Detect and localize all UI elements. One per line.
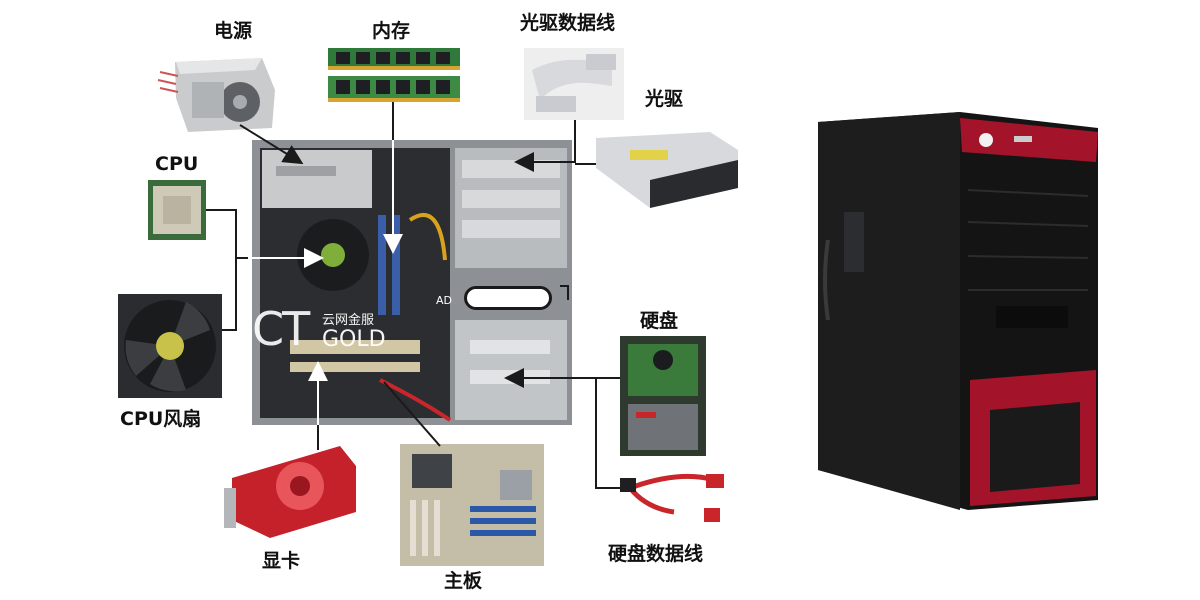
hard-disk-label: 硬盘 (640, 310, 679, 332)
open-pc-case-image (252, 140, 572, 425)
graphics-card-label: 显卡 (262, 550, 301, 572)
sata-cable-image (620, 473, 724, 522)
memory-label: 内存 (372, 20, 411, 42)
cpu-fan-label: CPU风扇 (120, 408, 202, 430)
hdd-cable-label: 硬盘数据线 (608, 543, 704, 565)
watermark-chinese: 云网金服 (322, 313, 375, 328)
cpu-connector (206, 209, 248, 259)
dvd-drive-image (596, 132, 738, 208)
cpu-chip-image (148, 180, 206, 240)
optical-drive-label: 光驱 (645, 88, 684, 110)
graphics-card-image (224, 446, 356, 538)
cpu-fan-connector (222, 258, 237, 331)
watermark-gold: GOLD (322, 327, 386, 352)
pc-tower-image (818, 112, 1098, 510)
ram-stick-image (328, 48, 460, 102)
ribbon-cable-image (524, 48, 624, 120)
ad-text: AD (436, 294, 452, 307)
ad-pill (464, 286, 552, 310)
cpu-label: CPU (155, 153, 199, 175)
motherboard-connector (383, 381, 441, 447)
power-label: 电源 (214, 20, 253, 42)
watermark-logo: CT 云网金服 GOLD (252, 300, 402, 360)
power-supply-image (157, 58, 275, 132)
motherboard-image (400, 444, 544, 566)
optical-cable-connector (514, 120, 576, 172)
cooling-fan-image (118, 294, 222, 398)
hdd-cable-connector (595, 378, 620, 489)
optical-cable-label: 光驱数据线 (520, 12, 616, 34)
hard-disk-image (620, 336, 706, 456)
power-connector (239, 124, 304, 165)
motherboard-label: 主板 (444, 570, 483, 592)
watermark-ct: CT (252, 302, 310, 356)
